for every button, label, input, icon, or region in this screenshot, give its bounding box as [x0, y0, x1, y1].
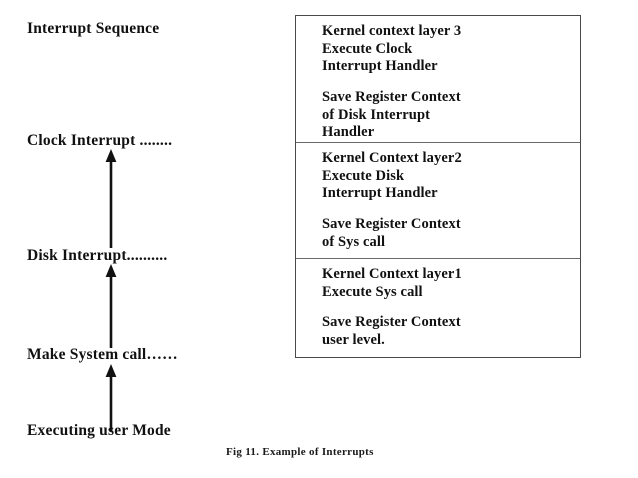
layer-2-line-3: Interrupt Handler — [322, 185, 438, 202]
figure-caption: Fig 11. Example of Interrupts — [226, 446, 374, 458]
layer-3-line-2: Execute Clock — [322, 40, 413, 57]
stage-label-disk-interrupt: Disk Interrupt.......... — [27, 247, 168, 264]
layer-3-line-1: Kernel context layer 3 — [322, 23, 462, 39]
layer-3-save-line-2: of Disk Interrupt — [322, 106, 431, 123]
arrow-disk-interrupt-to-clock-interrupt — [99, 148, 123, 248]
diagram-title: Interrupt Sequence — [27, 20, 160, 37]
layer-2-save-line-2: of Sys call — [322, 233, 386, 250]
arrow-make-system-call-to-disk-interrupt — [99, 263, 123, 348]
kernel-context-layer-1-cell: Kernel Context layer1 Execute Sys call S… — [296, 258, 580, 356]
layer-3-save-line-3: Handler — [322, 124, 375, 141]
layer-3-execute-block: Kernel context layer 3 Execute Clock Int… — [322, 23, 570, 76]
layer-2-execute-block: Kernel Context layer2 Execute Disk Inter… — [322, 150, 570, 203]
layer-1-line-1: Kernel Context layer1 — [322, 266, 462, 282]
layer-1-save-line-2: user level. — [322, 332, 385, 349]
stage-label-clock-interrupt: Clock Interrupt ........ — [27, 132, 173, 149]
kernel-context-stack: Kernel context layer 3 Execute Clock Int… — [295, 15, 581, 358]
kernel-context-layer-3-cell: Kernel context layer 3 Execute Clock Int… — [296, 16, 580, 142]
layer-3-line-3: Interrupt Handler — [322, 58, 438, 75]
stage-label-executing-user-mode: Executing user Mode — [27, 422, 171, 439]
layer-1-save-block: Save Register Context user level. — [322, 314, 570, 349]
layer-1-execute-block: Kernel Context layer1 Execute Sys call — [322, 266, 570, 301]
layer-2-save-block: Save Register Context of Sys call — [322, 216, 570, 251]
layer-1-line-2: Execute Sys call — [322, 283, 423, 300]
arrow-executing-user-mode-to-make-system-call — [99, 363, 123, 431]
layer-2-line-2: Execute Disk — [322, 167, 405, 184]
kernel-context-layer-2-cell: Kernel Context layer2 Execute Disk Inter… — [296, 142, 580, 258]
layer-3-save-block: Save Register Context of Disk Interrupt … — [322, 89, 570, 142]
layer-3-save-line-1: Save Register Context — [322, 89, 461, 106]
stage-label-make-system-call: Make System call…… — [27, 346, 178, 363]
layer-2-save-line-1: Save Register Context — [322, 216, 461, 233]
layer-1-save-line-1: Save Register Context — [322, 314, 461, 331]
layer-2-line-1: Kernel Context layer2 — [322, 150, 462, 166]
